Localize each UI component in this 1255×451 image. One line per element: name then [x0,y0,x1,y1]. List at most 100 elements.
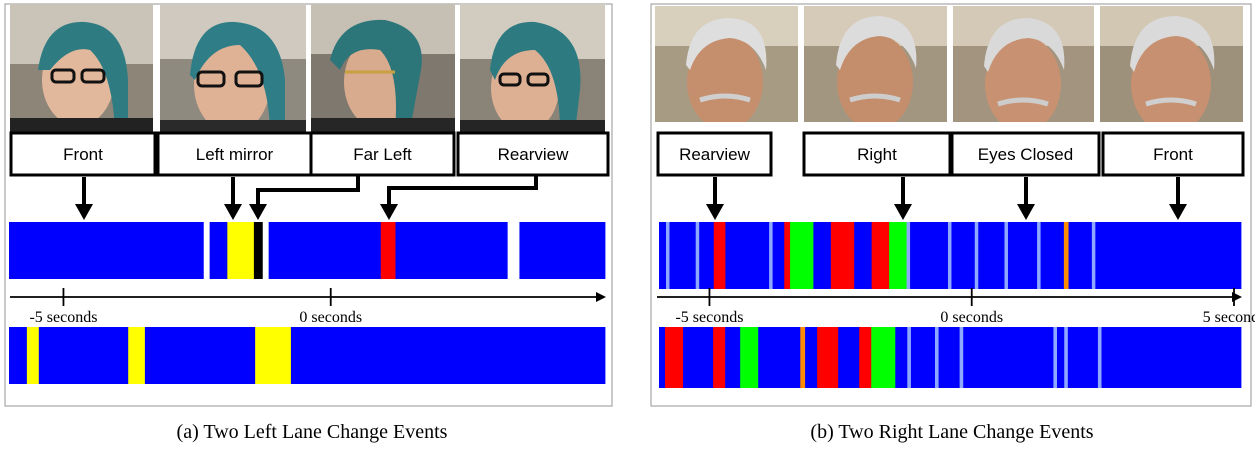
axis-a-arrow-head [596,292,606,302]
panel-a-axis: -5 seconds 0 seconds [10,288,606,326]
segment-right [790,222,814,289]
photo-b-front [1100,6,1243,136]
segment-front [1068,222,1093,289]
label-b-eyes-closed: Eyes Closed [950,131,1101,177]
segment-front [772,222,785,289]
arrow-head-b-right [894,204,912,220]
panel-b-strip-2 [659,327,1242,388]
tick-label: 5 seconds [1203,309,1255,326]
segment-rearview [830,222,855,289]
photo-a-rearview [460,4,605,136]
label-box [9,131,157,177]
label-text: Far Left [353,145,412,164]
label-box [156,131,313,177]
segment-front [669,222,697,289]
segment-front [290,327,606,384]
arrow-head-b-rearview [706,204,724,220]
arrow-a-far-left [256,175,360,208]
photo-b-rearview [655,6,798,136]
segment-right [740,327,759,388]
segment-eyes-closed [800,327,806,388]
segment-rearview [817,327,839,388]
arrow-head-a-far-left [249,204,267,220]
segment-gap [203,222,211,279]
arrow-a-rearview [387,175,538,208]
segment-front [9,222,205,279]
segment-other [906,222,911,289]
segment-other [769,222,774,289]
label-box [656,131,773,177]
segment-other [1037,222,1041,289]
segment-front [805,327,818,388]
segment-front [1057,327,1065,388]
panel-b-strip-1 [659,222,1242,289]
segment-front [1007,222,1038,289]
segment-front [683,327,714,388]
segment-front [938,327,961,388]
panel-a-strip-2 [9,327,606,384]
label-a-front: Front [9,131,157,177]
arrow-head-a-left-mirror [224,204,242,220]
segment-rearview [713,327,726,388]
segment-front [910,327,936,388]
segment-front [1101,327,1211,388]
segment-far-left [253,222,264,279]
segment-other [907,327,912,388]
tick-label: 0 seconds [299,309,362,326]
label-text: Right [857,145,897,164]
label-box [309,131,456,177]
tick-label: -5 seconds [29,309,97,326]
label-box [1101,131,1245,177]
label-b-front: Front [1101,131,1245,177]
segment-front [9,327,28,384]
photo-b-right [804,6,947,136]
segment-eyes-closed [1063,222,1069,289]
caption-a: (a) Two Left Lane Change Events [177,421,448,443]
photo-b-eyes-closed [953,6,1094,136]
segment-left-mirror [26,327,40,384]
segment-front [910,222,949,289]
segment-front [854,222,873,289]
tick-label: -5 seconds [675,309,743,326]
arrow-head-a-front [75,204,93,220]
label-text: Rearview [679,145,751,164]
segment-front [1095,222,1242,289]
segment-rearview [871,222,890,289]
segment-rearview [859,327,872,388]
segment-other [1091,222,1096,289]
label-box [456,131,610,177]
panel-b-labels: Rearview Right Eyes Closed Front [656,131,1245,177]
segment-left-mirror [128,327,146,384]
arrow-head-b-front [1169,204,1187,220]
segment-front [978,222,1005,289]
segment-front [519,222,606,279]
segment-front [895,327,908,388]
label-box [950,131,1101,177]
segment-other [665,222,670,289]
photo-a-left-mirror [160,4,306,136]
segment-front [963,327,1054,388]
segment-left-mirror [255,327,292,384]
segment-right [889,222,907,289]
segment-front [813,222,832,289]
segment-other [959,327,964,388]
label-box [802,131,952,177]
label-text: Front [1153,145,1193,164]
segment-front [1040,222,1065,289]
segment-other [974,222,979,289]
panel-a-strip-1 [9,222,606,279]
segment-front [38,327,129,384]
panel-b-arrows [706,177,1187,220]
panel-a-photos [10,4,605,136]
segment-front [659,327,666,388]
segment-front [758,327,801,388]
segment-other [1097,327,1102,388]
segment-front [951,222,976,289]
segment-front [838,327,860,388]
segment-front [699,222,715,289]
segment-front [395,222,509,279]
segment-other [1053,327,1058,388]
segment-rearview [784,222,791,289]
